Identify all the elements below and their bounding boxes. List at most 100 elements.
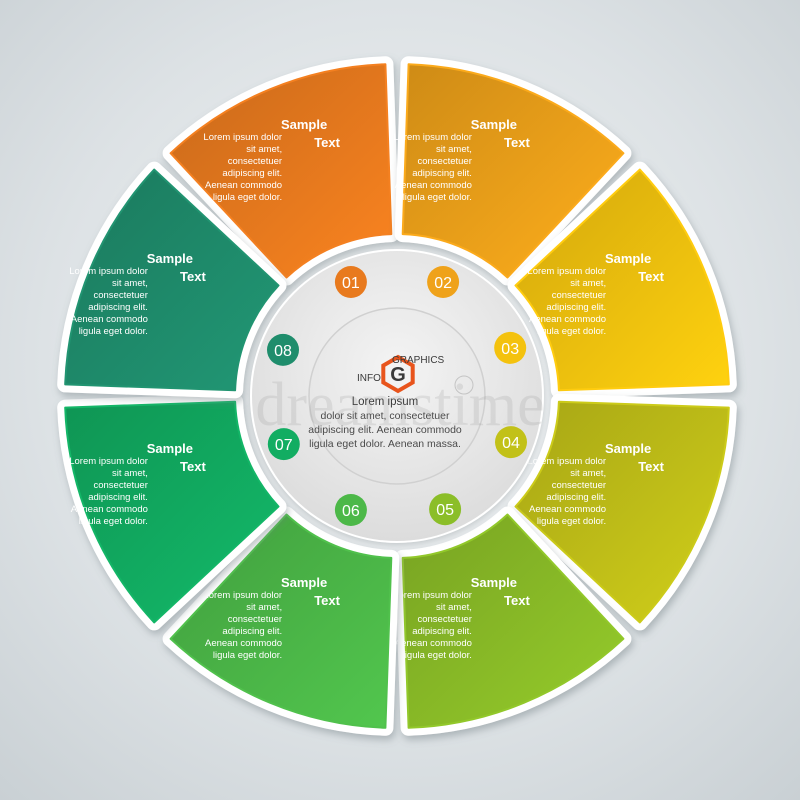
segment-02-body-line: adipiscing elit. — [412, 168, 472, 179]
segment-03-body-line: sit amet, — [570, 278, 606, 289]
segment-04-body-line: sit amet, — [570, 468, 606, 479]
number-badge-label: 04 — [502, 435, 520, 452]
segment-05-body-line: sit amet, — [436, 602, 472, 613]
segment-04-body-line: Aenean commodo — [529, 504, 606, 515]
segment-04-title: Sample — [605, 441, 651, 456]
segment-01-body-line: Aenean commodo — [205, 180, 282, 191]
segment-08-fill — [64, 168, 280, 392]
segment-06-body-line: ligula eget dolor. — [213, 650, 282, 661]
segment-07-body-line: Aenean commodo — [71, 504, 148, 515]
number-badge-08: 08 — [267, 333, 299, 366]
segment-03-body-line: Aenean commodo — [529, 314, 606, 325]
number-badge-circle — [494, 331, 527, 364]
number-badges: 01 02 03 04 05 06 07 08 — [267, 266, 527, 526]
segment-06-body-line: adipiscing elit. — [222, 626, 282, 637]
segment-07-title-2: Text — [180, 459, 206, 474]
segment-05-body-line: consectetuer — [417, 614, 471, 625]
hexagon-logo-icon — [381, 354, 415, 394]
number-badge-circle — [495, 426, 527, 459]
center-line-3: ligula eget dolor. Aenean massa. — [309, 438, 461, 450]
segment-07-body-line: sit amet, — [112, 468, 148, 479]
segment-01-body-line: Lorem ipsum dolor — [203, 132, 282, 143]
segment-04-body-line: consectetuer — [552, 480, 606, 491]
segment-08-body-line: Aenean commodo — [71, 314, 148, 325]
segment-05-body-line: adipiscing elit. — [412, 626, 472, 637]
logo-letter: G — [390, 364, 406, 386]
segment-03-title-2: Text — [638, 269, 664, 284]
segment-02-fill — [401, 63, 625, 279]
number-badge-label: 03 — [501, 341, 519, 358]
segment-06-title-2: Text — [314, 593, 340, 608]
number-badge-label: 01 — [342, 275, 360, 292]
logo-graphics-text: GRAPHICS — [392, 355, 445, 366]
segment-01-fill — [169, 63, 393, 279]
segment-06-body-line: Aenean commodo — [205, 638, 282, 649]
segment-08-title-2: Text — [180, 269, 206, 284]
watermark-text: dreamstime — [255, 371, 544, 439]
number-badge-05: 05 — [429, 493, 462, 526]
number-badge-circle — [334, 494, 367, 526]
segment-02-body-line: ligula eget dolor. — [403, 192, 472, 203]
segment-03-title: Sample — [605, 251, 651, 266]
segment-01-body-line: ligula eget dolor. — [213, 192, 282, 203]
swirl-icon — [454, 375, 474, 395]
center-hub — [250, 249, 544, 543]
hub-inner-disc — [308, 307, 486, 485]
number-badge-circle — [429, 493, 462, 526]
segment-01-body-line: sit amet, — [246, 144, 282, 155]
segment-05-body-line: Lorem ipsum dolor — [393, 590, 472, 601]
segment-02-body-line: Aenean commodo — [395, 180, 472, 191]
segment-07-body-line: Lorem ipsum dolor — [69, 456, 148, 467]
segment-05-body-line: Aenean commodo — [395, 638, 472, 649]
segment-05-fill — [401, 513, 625, 729]
segment-02-body-line: consectetuer — [417, 156, 471, 167]
segment-03-body-line: consectetuer — [552, 290, 606, 301]
segment-08-body-line: ligula eget dolor. — [79, 326, 148, 337]
number-badge-circle — [267, 428, 300, 461]
segment-03-fill — [514, 168, 730, 392]
segment-06-fill — [169, 513, 393, 729]
segment-06-body-line: sit amet, — [246, 602, 282, 613]
number-badge-06: 06 — [334, 494, 367, 526]
segment-07-title: Sample — [147, 441, 193, 456]
number-badge-label: 08 — [274, 343, 292, 360]
segment-02-body-line: sit amet, — [436, 144, 472, 155]
center-content: G INFO GRAPHICS Lorem ipsum dolor sit am… — [308, 354, 474, 450]
number-badge-01: 01 — [334, 266, 367, 298]
segment-01-title: Sample — [281, 117, 327, 132]
number-badge-label: 07 — [275, 437, 293, 454]
segment-03-body-line: Lorem ipsum dolor — [527, 266, 606, 277]
infographics-logo: G INFO GRAPHICS — [357, 354, 474, 395]
center-line-1: dolor sit amet, consectetuer — [321, 410, 450, 422]
segment-05-title-2: Text — [504, 593, 530, 608]
segment-03-body-line: adipiscing elit. — [546, 302, 606, 313]
segment-04-body-line: ligula eget dolor. — [537, 516, 606, 527]
segment-02-title: Sample — [471, 117, 517, 132]
number-badge-07: 07 — [267, 428, 300, 461]
segment-08-body-line: sit amet, — [112, 278, 148, 289]
segment-04-fill — [514, 400, 730, 624]
segment-07-body-line: adipiscing elit. — [88, 492, 148, 503]
segment-08-body-line: consectetuer — [93, 290, 147, 301]
number-badge-label: 06 — [342, 503, 360, 520]
center-line-2: adipiscing elit. Aenean commodo — [308, 424, 462, 436]
segment-02-body-line: Lorem ipsum dolor — [393, 132, 472, 143]
segment-06-body-line: Lorem ipsum dolor — [203, 590, 282, 601]
segment-05-title: Sample — [471, 575, 517, 590]
number-badge-04: 04 — [495, 426, 527, 459]
segment-06-body-line: consectetuer — [228, 614, 282, 625]
number-badge-circle — [334, 266, 367, 298]
segment-01-body-line: adipiscing elit. — [222, 168, 282, 179]
segment-08-title: Sample — [147, 251, 193, 266]
number-badge-circle — [267, 333, 299, 366]
number-badge-label: 02 — [434, 275, 452, 292]
segment-02-title-2: Text — [504, 135, 530, 150]
segment-07-fill — [64, 400, 280, 624]
